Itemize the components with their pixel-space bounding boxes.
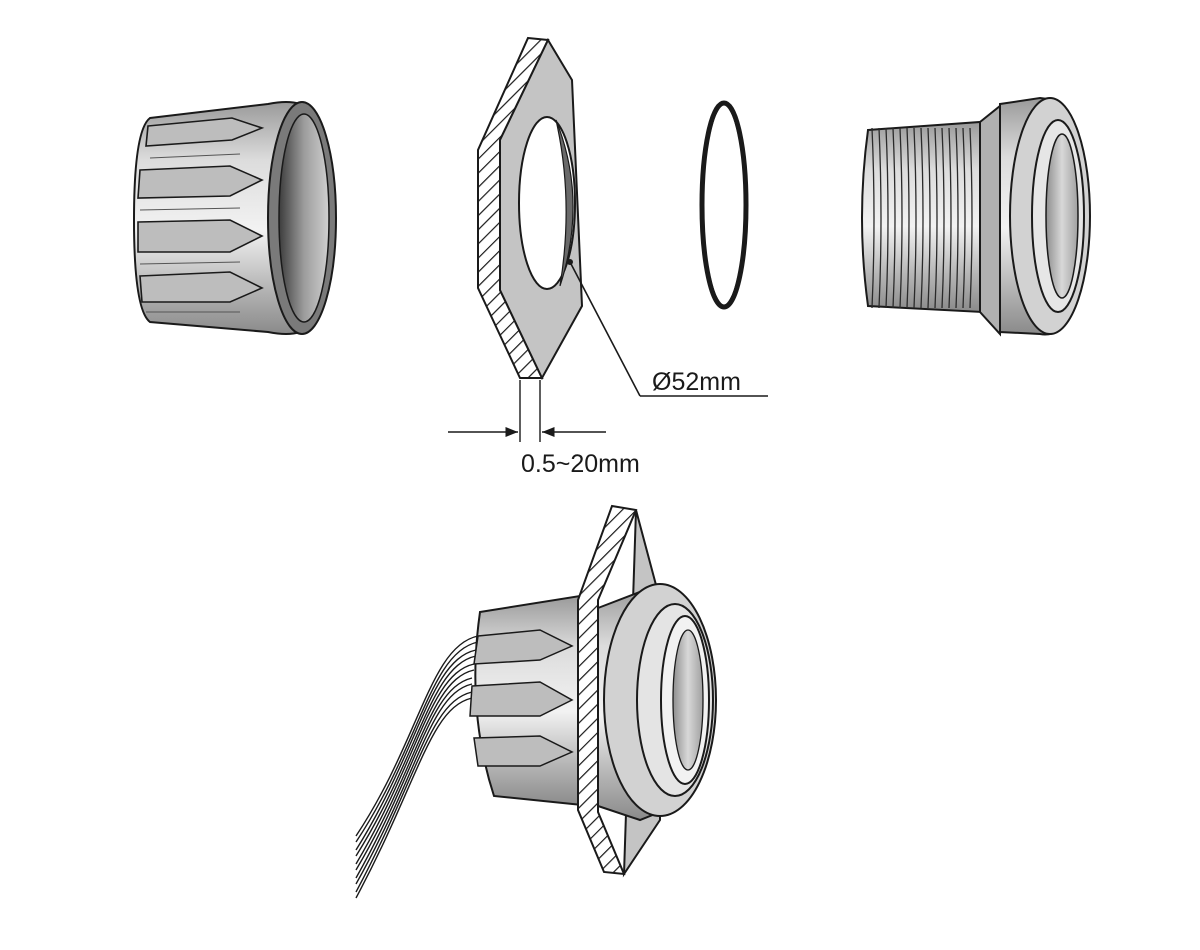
thread-line <box>885 127 889 309</box>
o-ring-icon <box>699 100 749 310</box>
assembled-unit-icon <box>355 504 717 899</box>
thread-line <box>962 127 966 309</box>
thread-line <box>955 127 959 309</box>
cable-strand <box>355 663 475 865</box>
thread-line <box>934 127 938 309</box>
cable-strand <box>355 655 477 857</box>
thread-line <box>948 127 952 309</box>
thread-line <box>871 127 875 309</box>
thread-line <box>941 127 945 309</box>
mounting-panel-icon <box>477 36 584 381</box>
thread-line <box>920 127 924 309</box>
cable-strand <box>355 697 473 899</box>
thread-line <box>969 127 973 309</box>
hole-diameter-callout: Ø52mm <box>567 259 768 397</box>
thread-line <box>899 127 903 309</box>
thread-line <box>906 127 910 309</box>
cable-strand <box>355 669 475 871</box>
cable-strand <box>355 641 479 843</box>
hole-diameter-label: Ø52mm <box>652 368 741 396</box>
cable-strand <box>355 677 473 879</box>
panel-thickness-callout: 0.5~20mm <box>448 380 640 478</box>
cable-strand <box>355 683 473 885</box>
knurled-nut-icon <box>132 101 337 335</box>
cable-strand <box>355 635 479 837</box>
panel-thickness-label: 0.5~20mm <box>521 450 640 478</box>
thread-line <box>913 127 917 309</box>
cable-strand <box>355 649 477 851</box>
thread-line <box>892 127 896 309</box>
cable-strand <box>355 691 473 893</box>
thread-line <box>927 127 931 309</box>
threaded-body-icon <box>861 96 1091 337</box>
thread-line <box>878 127 882 309</box>
